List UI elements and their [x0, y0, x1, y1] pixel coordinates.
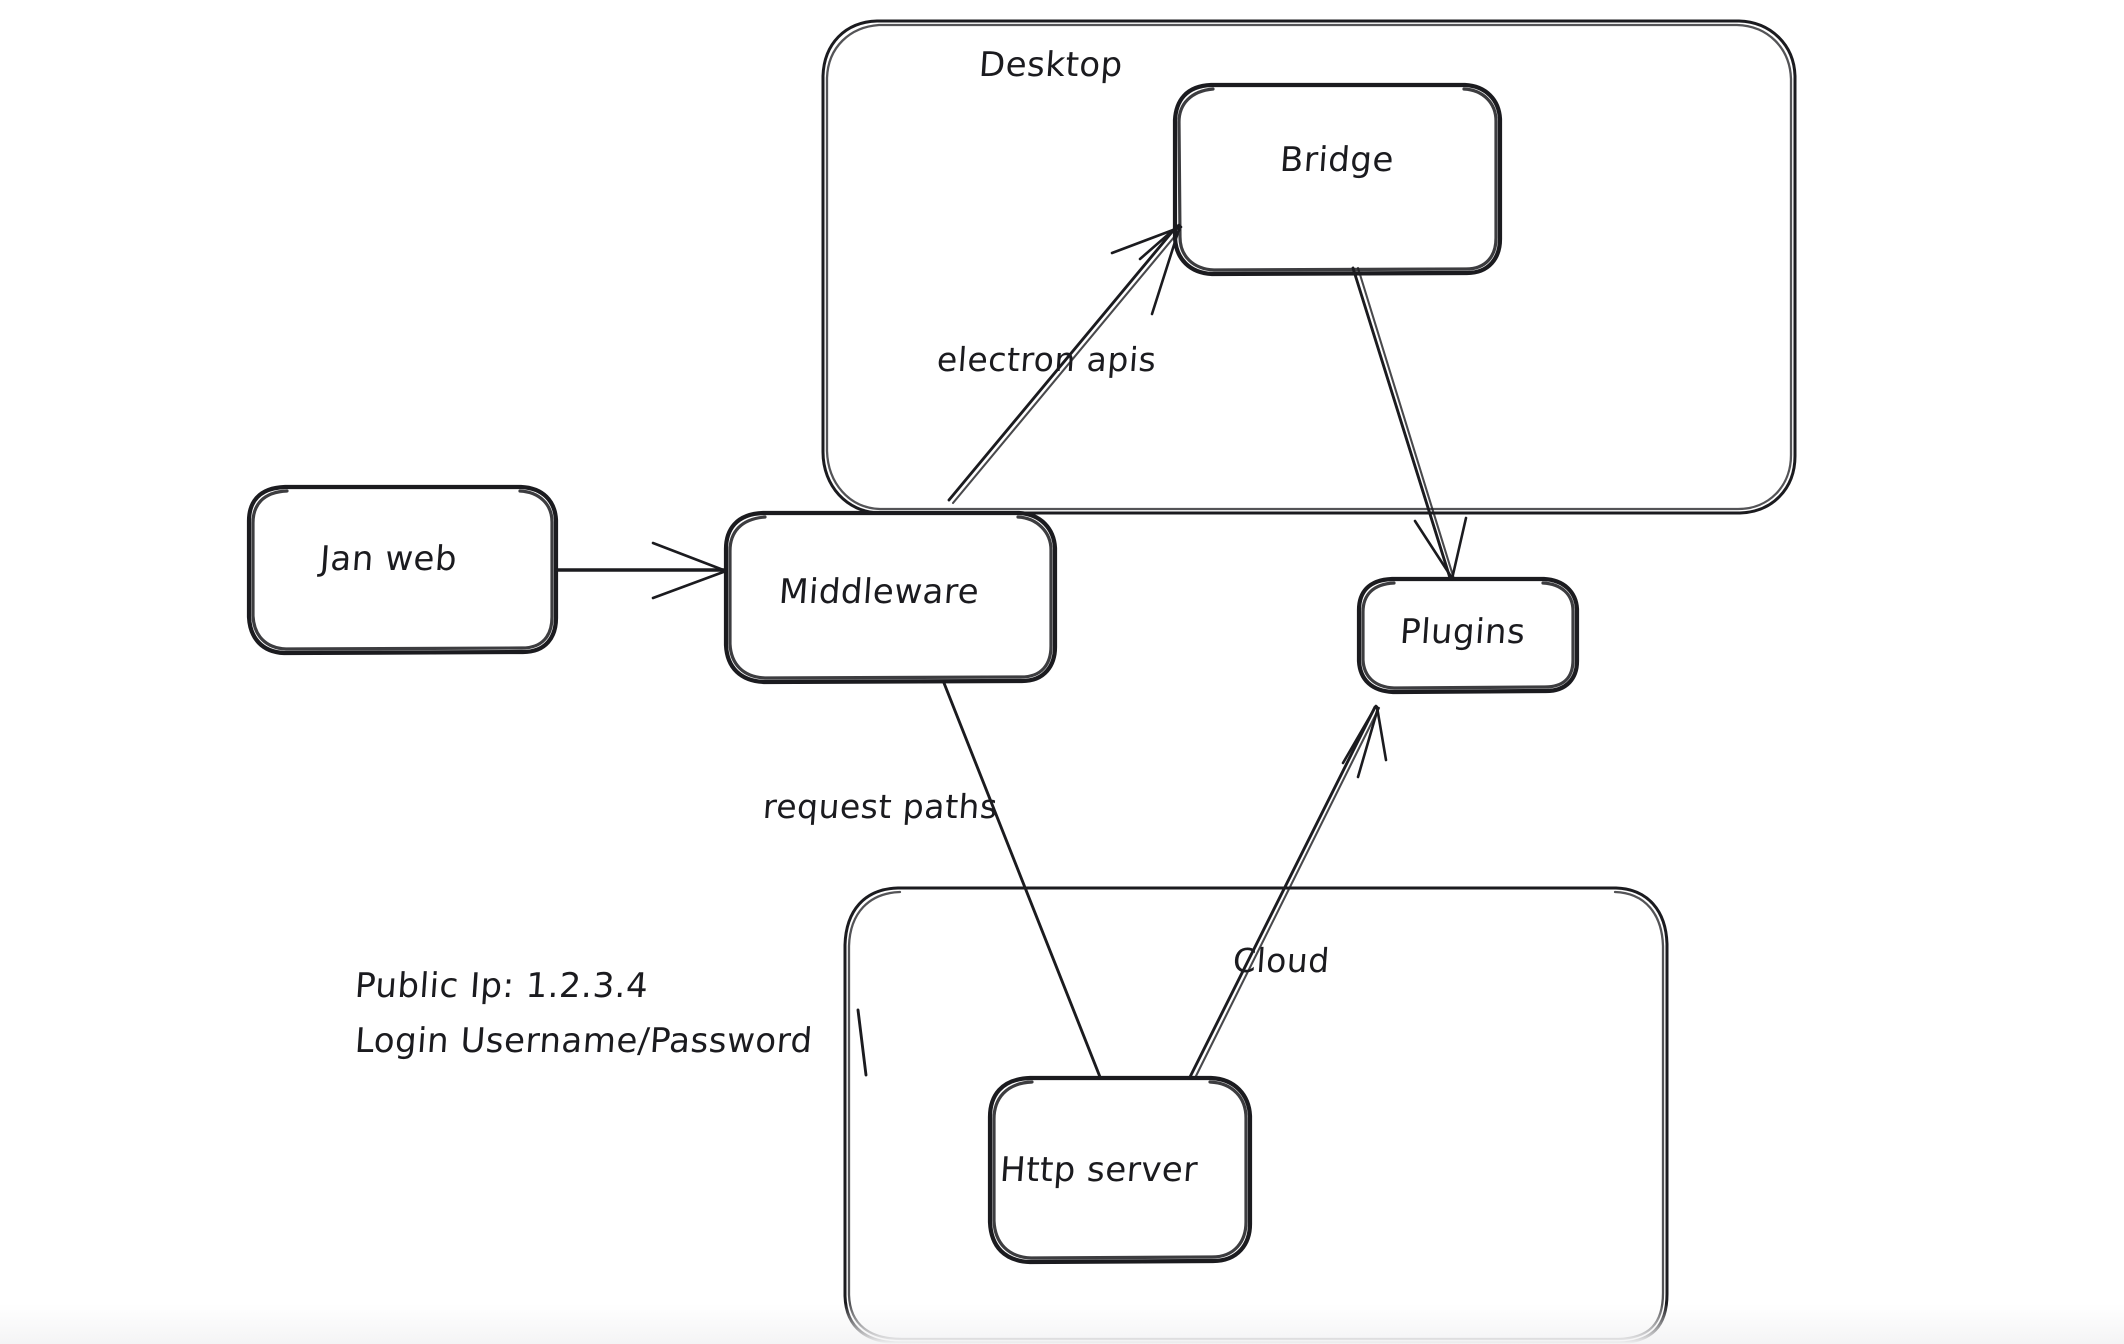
- edge-jan-web-to-middleware: [554, 541, 728, 600]
- node-label-plugins: Plugins: [1398, 612, 1527, 652]
- node-middleware-shape: [723, 510, 1058, 685]
- edge-label-electron-apis: electron apis: [935, 340, 1158, 379]
- node-plugins-shape: [1356, 576, 1580, 695]
- node-bridge-shape: [1172, 82, 1503, 277]
- edge-middleware-to-http-server: [942, 681, 1102, 1079]
- node-label-jan-web: Jan web: [318, 539, 459, 579]
- node-http-server-shape: [987, 1075, 1253, 1265]
- note-login-credentials: Login Username/Password: [353, 1021, 815, 1061]
- edge-bridge-to-plugins: [1351, 266, 1468, 581]
- note-public-ip: Public Ip: 1.2.3.4: [353, 966, 650, 1006]
- node-label-http-server: Http server: [998, 1150, 1200, 1190]
- node-label-middleware: Middleware: [777, 572, 981, 612]
- container-desktop-shape: [821, 19, 1797, 515]
- edge-middleware-to-bridge: [947, 223, 1183, 505]
- container-label-desktop: Desktop: [977, 45, 1125, 85]
- node-label-bridge: Bridge: [1278, 140, 1396, 180]
- edge-label-request-paths: request paths: [761, 787, 1000, 826]
- edge-http-server-to-plugins: [1188, 704, 1388, 1080]
- node-jan-web-shape: [246, 484, 559, 656]
- edge-label-cloud: Cloud: [1231, 941, 1332, 980]
- note-trailing-stroke: [856, 1008, 868, 1077]
